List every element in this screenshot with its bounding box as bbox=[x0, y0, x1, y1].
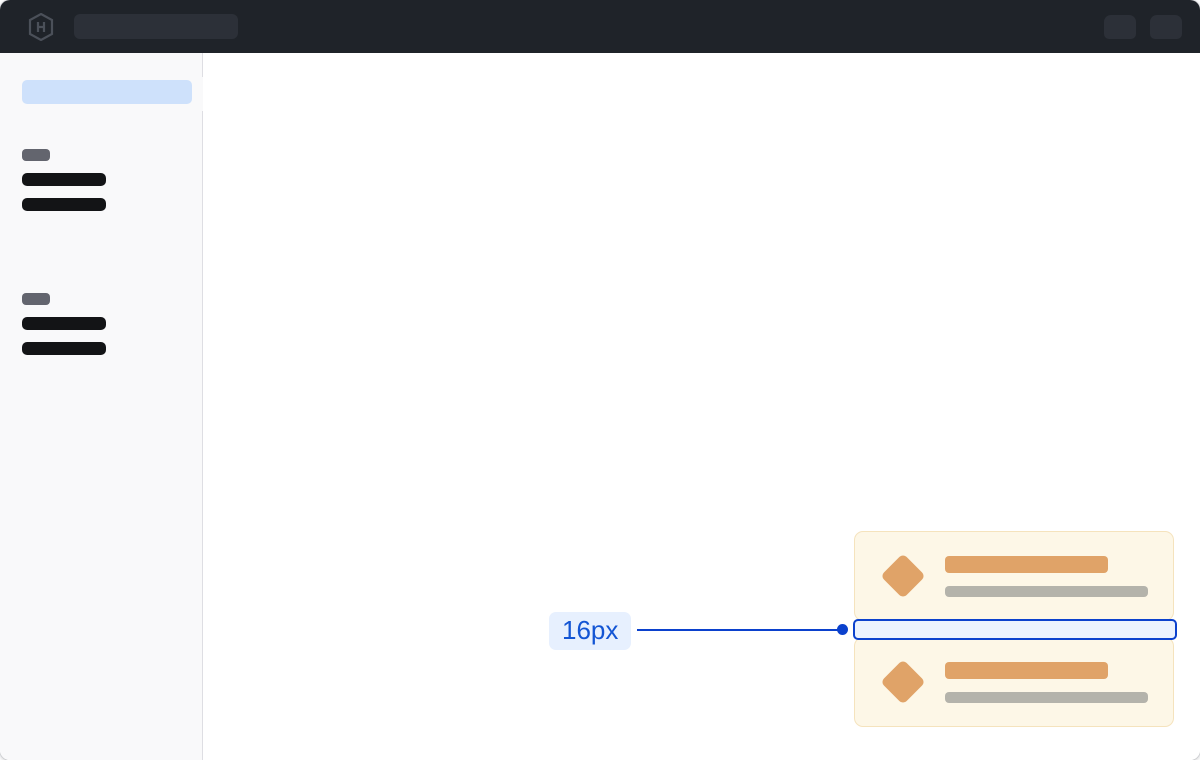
sidebar-item-2-1[interactable] bbox=[22, 317, 106, 330]
card-title bbox=[945, 555, 1108, 573]
card-item-2[interactable] bbox=[854, 637, 1174, 727]
sidebar-group-1 bbox=[22, 149, 106, 211]
hashicorp-logo bbox=[28, 12, 54, 41]
header-action-1[interactable] bbox=[1104, 14, 1136, 39]
card-item-1[interactable] bbox=[854, 531, 1174, 621]
app-body: 16px bbox=[0, 53, 1200, 760]
card-subtitle bbox=[945, 691, 1148, 703]
app-header bbox=[0, 0, 1200, 53]
measurement-highlight-box bbox=[853, 619, 1177, 640]
diamond-icon bbox=[880, 553, 926, 599]
main-canvas: 16px bbox=[203, 53, 1200, 760]
measurement-leader-line bbox=[637, 629, 843, 631]
card-subtitle bbox=[945, 585, 1148, 597]
search-input[interactable] bbox=[74, 14, 238, 39]
sidebar-item-1-2[interactable] bbox=[22, 198, 106, 211]
sidebar-item-1-1[interactable] bbox=[22, 173, 106, 186]
card-title bbox=[945, 661, 1108, 679]
sidebar-group-title bbox=[22, 149, 50, 161]
sidebar-item-2-2[interactable] bbox=[22, 342, 106, 355]
measurement-label: 16px bbox=[549, 612, 632, 650]
card-text-block bbox=[945, 555, 1148, 597]
sidebar bbox=[0, 53, 203, 760]
card-text-block bbox=[945, 661, 1148, 703]
header-action-2[interactable] bbox=[1150, 14, 1182, 39]
sidebar-selected-item[interactable] bbox=[22, 80, 192, 104]
sidebar-group-title bbox=[22, 293, 50, 305]
sidebar-group-2 bbox=[22, 293, 106, 355]
diamond-icon bbox=[880, 659, 926, 705]
card-stack bbox=[854, 531, 1174, 727]
